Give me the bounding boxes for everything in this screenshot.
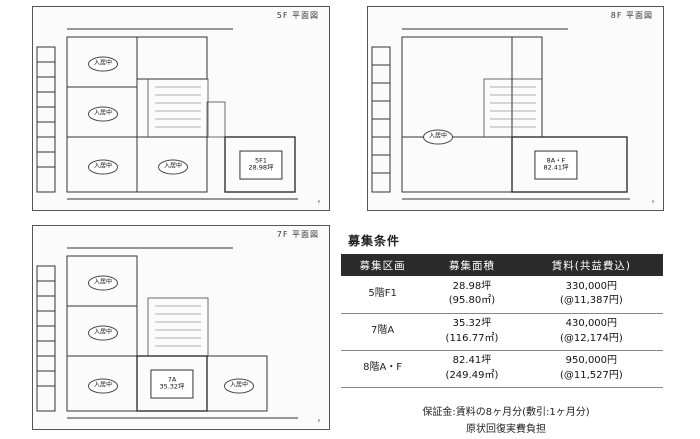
rent-cell: 950,000円 (@11,527円) bbox=[519, 350, 663, 388]
plan-title: 5F 平面図 bbox=[276, 11, 319, 20]
vacancy-label: 5F1 28.98坪 bbox=[239, 150, 283, 180]
column-header-unit: 募集区画 bbox=[341, 254, 425, 276]
floor-plan-drawing bbox=[36, 28, 298, 200]
room-label: 入居中 bbox=[87, 106, 119, 122]
vacancy-unit: 7A bbox=[167, 375, 177, 384]
unit-cell: 7階A bbox=[341, 313, 425, 351]
room-label: 入居中 bbox=[422, 129, 454, 145]
rent-cell: 330,000円 (@11,387円) bbox=[519, 276, 663, 314]
vacancy-label: 7A 35.32坪 bbox=[150, 369, 194, 399]
rent-total: 950,000円 bbox=[565, 355, 618, 366]
room-label: 入居中 bbox=[87, 378, 119, 394]
room-label: 入居中 bbox=[87, 275, 119, 291]
plan-title: 8F 平面図 bbox=[610, 11, 653, 20]
table-row: 8階A・F 82.41坪 (249.49㎡) 950,000円 (@11,527… bbox=[341, 350, 663, 388]
area-m2: (249.49㎡) bbox=[445, 369, 499, 381]
vacancy-unit: 8A・F bbox=[546, 156, 566, 165]
conditions-table: 募集区画 募集面積 賃料(共益費込) 5階F1 28.98坪 (95.80㎡) … bbox=[341, 254, 663, 388]
room-label: 入居中 bbox=[87, 325, 119, 341]
conditions-title: 募集条件 bbox=[348, 234, 401, 248]
unit-cell: 8階A・F bbox=[341, 350, 425, 388]
vacancy-label: 8A・F 82.41坪 bbox=[534, 150, 578, 180]
vacancy-unit: 5F1 bbox=[254, 156, 268, 165]
rent-per-tsubo: (@11,527円) bbox=[559, 369, 623, 381]
vacancy-area: 35.32坪 bbox=[159, 383, 185, 391]
area-cell: 82.41坪 (249.49㎡) bbox=[424, 350, 520, 388]
compass-icon: ⇡ bbox=[316, 419, 321, 425]
rent-per-tsubo: (@12,174円) bbox=[559, 332, 623, 344]
area-m2: (116.77㎡) bbox=[445, 332, 499, 344]
area-cell: 28.98坪 (95.80㎡) bbox=[424, 276, 520, 314]
floor-plan-drawing bbox=[371, 28, 630, 200]
area-tsubo: 28.98坪 bbox=[452, 280, 492, 292]
rent-cell: 430,000円 (@12,174円) bbox=[519, 313, 663, 351]
floor-plan-drawing bbox=[36, 247, 298, 419]
area-cell: 35.32坪 (116.77㎡) bbox=[424, 313, 520, 351]
column-header-rent: 賃料(共益費込) bbox=[519, 254, 663, 276]
table-row: 5階F1 28.98坪 (95.80㎡) 330,000円 (@11,387円) bbox=[341, 276, 663, 314]
room-label: 入居中 bbox=[87, 159, 119, 175]
room-label: 入居中 bbox=[157, 159, 189, 175]
floor-plan-7f: 7F 平面図 入居中 入居中 入居中 入居中 7A 35.32坪 ⇡ bbox=[32, 225, 330, 430]
restoration-note: 原状回復実費負担 bbox=[466, 424, 546, 435]
deposit-note: 保証金:賃料の8ヶ月分(敷引:1ヶ月分) bbox=[422, 407, 590, 418]
area-tsubo: 35.32坪 bbox=[452, 318, 492, 329]
compass-icon: ⇡ bbox=[650, 200, 655, 206]
table-header-row: 募集区画 募集面積 賃料(共益費込) bbox=[341, 254, 663, 276]
room-label: 入居中 bbox=[223, 378, 255, 394]
area-tsubo: 82.41坪 bbox=[452, 355, 492, 366]
area-m2: (95.80㎡) bbox=[448, 295, 496, 307]
plan-title: 7F 平面図 bbox=[276, 230, 319, 239]
room-label: 入居中 bbox=[87, 56, 119, 72]
rent-total: 330,000円 bbox=[565, 280, 618, 292]
rent-per-tsubo: (@11,387円) bbox=[559, 295, 623, 307]
floor-plan-5f: 5F 平面図 入居中 入居中 入居中 入居中 5F1 bbox=[32, 6, 330, 211]
unit-cell: 5階F1 bbox=[341, 276, 425, 314]
vacancy-area: 28.98坪 bbox=[248, 164, 274, 172]
compass-icon: ⇡ bbox=[316, 200, 321, 206]
table-row: 7階A 35.32坪 (116.77㎡) 430,000円 (@12,174円) bbox=[341, 313, 663, 351]
column-header-area: 募集面積 bbox=[424, 254, 520, 276]
floor-plan-8f: 8F 平面図 入居中 8A・F 82.41坪 ⇡ bbox=[367, 6, 664, 211]
rent-total: 430,000円 bbox=[565, 318, 618, 329]
vacancy-area: 82.41坪 bbox=[543, 164, 569, 172]
